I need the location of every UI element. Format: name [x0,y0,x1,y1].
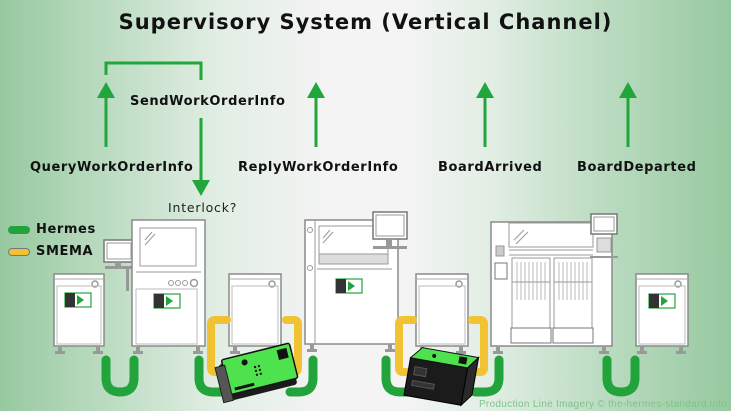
hermes-cable-6 [602,355,640,397]
conveyor-machine-1[interactable] [53,273,105,354]
board-arrived-label: BoardArrived [438,160,543,175]
inspection-machine[interactable] [103,219,206,354]
hermes-cable-3 [285,355,318,397]
legend-label-smema: SMEMA [36,244,94,259]
send-bracket [104,61,203,80]
send-work-order-info-label: SendWorkOrderInfo [130,94,286,109]
smema-cable-3 [395,316,417,376]
gateway-device-2[interactable] [403,346,480,407]
hermes-cable-4 [381,355,417,397]
legend-item-smema: SMEMA [8,244,93,259]
reply-work-order-info-label: ReplyWorkOrderInfo [238,160,399,175]
conveyor-machine-3[interactable] [415,273,469,354]
legend-label-hermes: Hermes [36,222,96,237]
hermes-cable-1 [101,355,139,397]
smema-swatch-icon [8,247,30,256]
query-arrow [97,82,115,147]
image-credit: Production Line Imagery © the-hermes-sta… [478,399,727,410]
hermes-cable-5 [470,355,504,397]
smema-cable-1 [207,316,231,376]
hermes-cable-2 [194,355,231,397]
reply-arrow [307,82,325,147]
diagram-title: Supervisory System (Vertical Channel) [118,10,613,34]
interlock-label: Interlock? [168,200,238,215]
legend-item-hermes: Hermes [8,222,96,237]
board-arrived-arrow [476,82,494,147]
board-departed-label: BoardDeparted [577,160,697,175]
hermes-swatch-icon [8,225,30,234]
send-down-arrow [192,118,210,196]
conveyor-machine-4[interactable] [635,273,689,354]
query-work-order-info-label: QueryWorkOrderInfo [30,160,194,175]
conveyor-machine-2[interactable] [228,273,282,354]
board-departed-arrow [619,82,637,147]
smema-cable-4 [468,316,488,376]
gateway-device-1[interactable] [214,342,300,404]
printer-machine[interactable] [304,211,408,352]
pick-and-place-machine[interactable] [490,213,618,354]
